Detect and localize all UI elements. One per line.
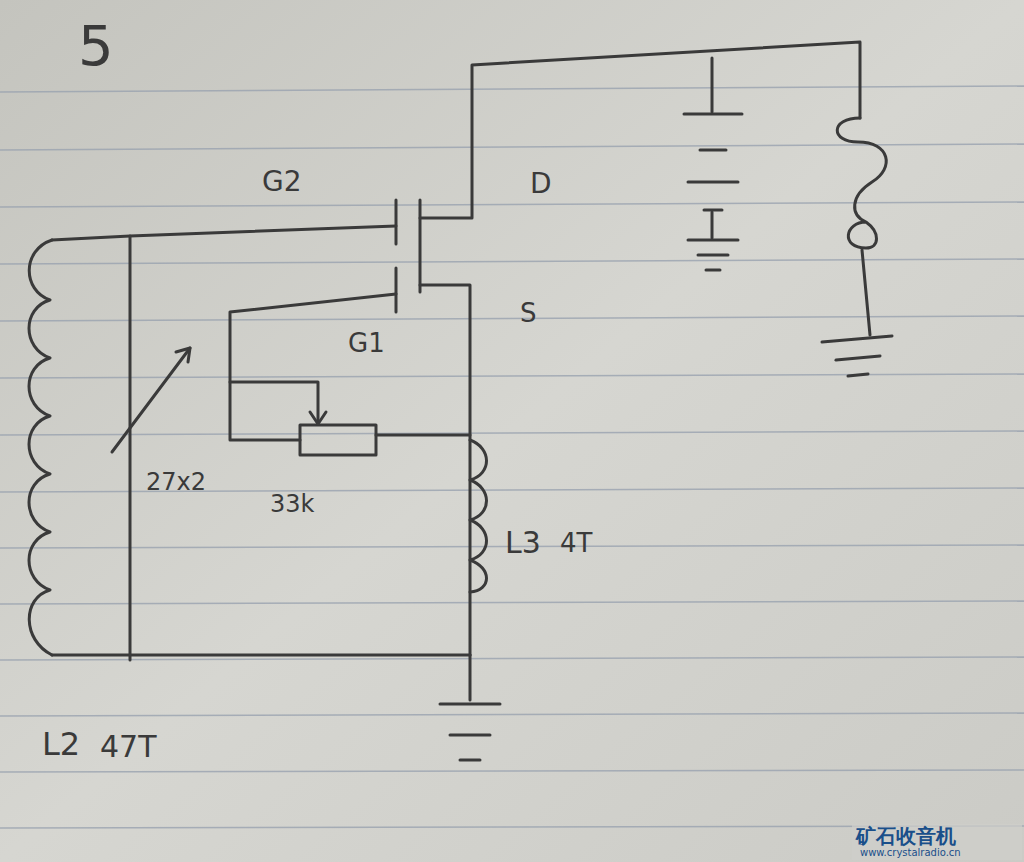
component-label: S: [520, 300, 537, 326]
component-label: D: [530, 170, 552, 198]
component-label: G2: [262, 168, 302, 196]
component-label: 47T: [100, 732, 157, 762]
component-label: G1: [348, 330, 385, 356]
watermark-text: www.crystalradio.cn: [860, 848, 961, 858]
component-label: L2: [42, 728, 80, 760]
component-label: 27x2: [146, 470, 206, 494]
circuit-wires: [29, 42, 892, 760]
component-label: 4T: [560, 530, 592, 556]
ruled-lines: [0, 86, 1024, 828]
watermark-ground: [852, 824, 1022, 860]
component-label: 33k: [270, 492, 314, 516]
component-label: L3: [505, 528, 541, 558]
component-label: 5: [78, 18, 114, 74]
watermark-text: 矿石收音机: [856, 826, 956, 846]
